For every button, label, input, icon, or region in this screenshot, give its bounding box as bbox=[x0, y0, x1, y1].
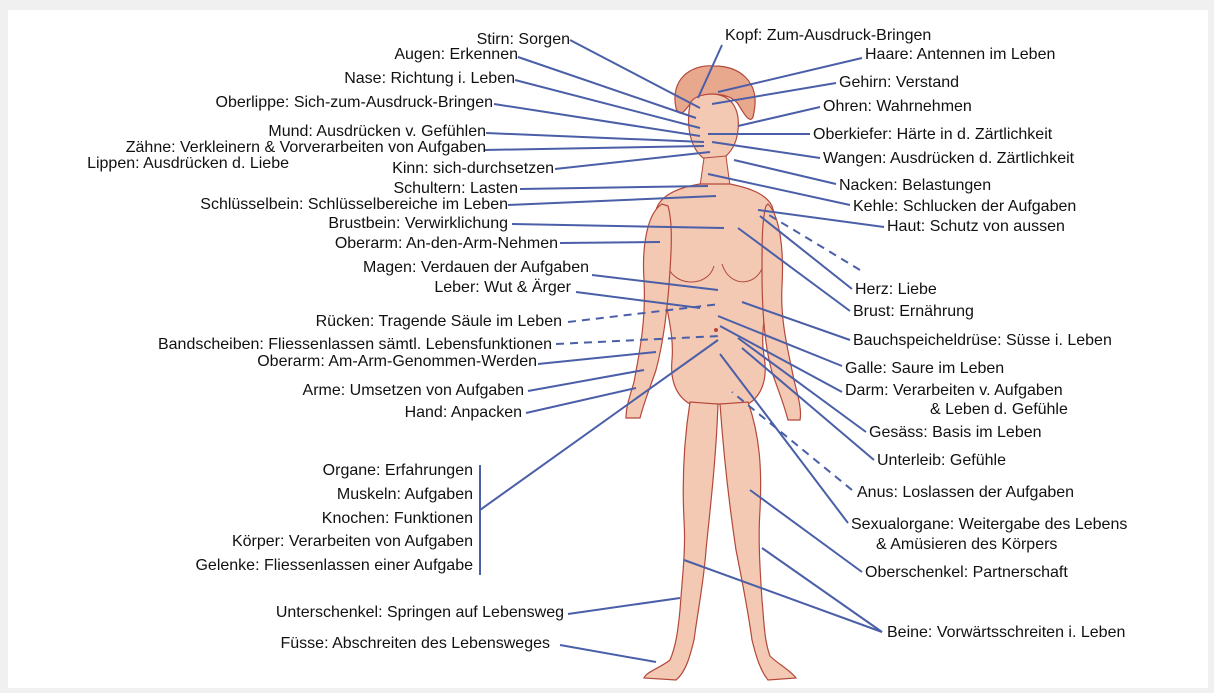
label-oberkiefer: Oberkiefer: Härte in d. Zärtlichkeit bbox=[813, 126, 1052, 143]
label-darm-line1: Darm: Verarbeiten v. Aufgaben bbox=[845, 382, 1063, 399]
leader-oberarm1 bbox=[560, 242, 660, 243]
leader-arme bbox=[528, 370, 644, 391]
leader-nacken bbox=[734, 160, 836, 184]
label-ohren: Ohren: Wahrnehmen bbox=[823, 98, 972, 115]
label-hand: Hand: Anpacken bbox=[405, 404, 522, 421]
label-schultern: Schultern: Lasten bbox=[393, 180, 518, 197]
label-unterleib: Unterleib: Gefühle bbox=[877, 452, 1006, 469]
label-muskeln: Muskeln: Aufgaben bbox=[337, 486, 473, 503]
label-sexualorgane-line1: Sexualorgane: Weitergabe des Lebens bbox=[851, 516, 1127, 533]
label-haut: Haut: Schutz von aussen bbox=[887, 218, 1065, 235]
label-lippen: Lippen: Ausdrücken d. Liebe bbox=[87, 155, 289, 172]
leader-beine2 bbox=[684, 560, 882, 632]
left-arm-shape bbox=[626, 204, 671, 418]
label-arme: Arme: Umsetzen von Aufgaben bbox=[303, 382, 524, 399]
label-organe: Organe: Erfahrungen bbox=[323, 462, 473, 479]
neck-shape bbox=[700, 156, 730, 186]
label-gehirn: Gehirn: Verstand bbox=[839, 74, 959, 91]
label-darm-line2: & Leben d. Gefühle bbox=[930, 401, 1068, 418]
leader-oberschenkel bbox=[750, 490, 862, 572]
label-brustbein: Brustbein: Verwirklichung bbox=[328, 215, 508, 232]
label-wangen: Wangen: Ausdrücken d. Zärtlichkeit bbox=[823, 150, 1074, 167]
leader-fuesse bbox=[560, 645, 656, 662]
label-galle: Galle: Saure im Leben bbox=[845, 360, 1004, 377]
label-mund: Mund: Ausdrücken v. Gefühlen bbox=[268, 123, 486, 140]
label-gesaess: Gesäss: Basis im Leben bbox=[869, 424, 1042, 441]
label-brust: Brust: Ernährung bbox=[853, 303, 974, 320]
label-fuesse: Füsse: Abschreiten des Lebensweges bbox=[281, 635, 551, 652]
label-knochen: Knochen: Funktionen bbox=[322, 510, 473, 527]
label-bandscheiben: Bandscheiben: Fliessenlassen sämtl. Lebe… bbox=[158, 336, 552, 353]
label-nacken: Nacken: Belastungen bbox=[839, 177, 991, 194]
label-oberlippe: Oberlippe: Sich-zum-Ausdruck-Bringen bbox=[216, 94, 493, 111]
leader-mund bbox=[486, 133, 704, 142]
label-sexualorgane-line2: & Amüsieren des Körpers bbox=[876, 536, 1057, 553]
label-augen: Augen: Erkennen bbox=[394, 46, 518, 63]
label-unterschenkel: Unterschenkel: Springen auf Lebensweg bbox=[276, 604, 564, 621]
label-leber: Leber: Wut & Ärger bbox=[434, 279, 571, 296]
label-koerper: Körper: Verarbeiten von Aufgaben bbox=[232, 533, 473, 550]
label-nase: Nase: Richtung i. Leben bbox=[344, 70, 515, 87]
label-haare: Haare: Antennen im Leben bbox=[865, 46, 1055, 63]
label-oberschenkel: Oberschenkel: Partnerschaft bbox=[865, 564, 1068, 581]
label-beine: Beine: Vorwärtsschreiten i. Leben bbox=[887, 624, 1125, 641]
leader-unterschenkel bbox=[568, 598, 680, 614]
label-oberarm-2: Oberarm: Am-Arm-Genommen-Werden bbox=[257, 353, 537, 370]
label-magen: Magen: Verdauen der Aufgaben bbox=[363, 259, 589, 276]
leader-beine1 bbox=[762, 548, 882, 632]
label-kehle: Kehle: Schlucken der Aufgaben bbox=[853, 198, 1076, 215]
navel-mark bbox=[714, 328, 718, 332]
label-herz: Herz: Liebe bbox=[855, 281, 937, 298]
right-leg-shape bbox=[720, 402, 796, 680]
label-bauchspeicheldruese: Bauchspeicheldrüse: Süsse i. Leben bbox=[853, 332, 1112, 349]
leader-kinn bbox=[555, 152, 710, 169]
label-kopf: Kopf: Zum-Ausdruck-Bringen bbox=[725, 27, 931, 44]
label-anus: Anus: Loslassen der Aufgaben bbox=[857, 484, 1074, 501]
label-schluesselbein: Schlüsselbein: Schlüsselbereiche im Lebe… bbox=[200, 196, 508, 213]
label-zaehne: Zähne: Verkleinern & Vorverarbeiten von … bbox=[126, 139, 486, 156]
label-kinn: Kinn: sich-durchsetzen bbox=[392, 160, 554, 177]
leader-zaehne bbox=[484, 146, 704, 150]
left-leg-shape bbox=[644, 402, 718, 680]
label-gelenke: Gelenke: Fliessenlassen einer Aufgabe bbox=[195, 557, 473, 574]
label-oberarm-1: Oberarm: An-den-Arm-Nehmen bbox=[335, 235, 558, 252]
label-ruecken: Rücken: Tragende Säule im Leben bbox=[316, 313, 562, 330]
